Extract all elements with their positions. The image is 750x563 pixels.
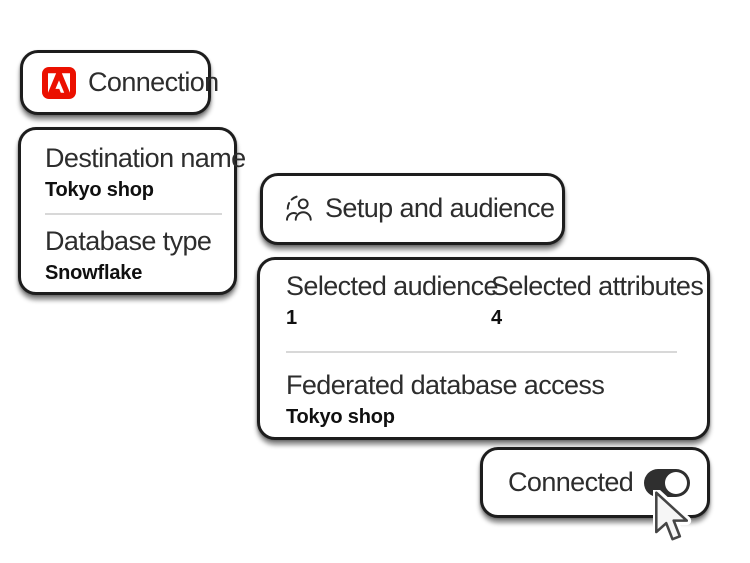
- selected-attributes-value: 4: [491, 306, 502, 329]
- database-type-value: Snowflake: [45, 261, 143, 284]
- arrow-cursor-icon: [651, 488, 692, 547]
- selected-attributes-label: Selected attributes: [491, 271, 704, 301]
- connection-step-label: Connection: [88, 66, 219, 97]
- setup-step-card: Setup and audience: [260, 173, 565, 245]
- selected-attributes-stat: Selected attributes 4: [491, 270, 704, 331]
- audience-summary-card: Selected audience 1 Selected attributes …: [257, 257, 710, 440]
- details-divider: [45, 212, 222, 215]
- federated-access-label: Federated database access: [286, 369, 605, 400]
- connection-step-card: Connection: [20, 50, 219, 115]
- destination-details-card: Destination name Tokyo shop Database typ…: [18, 127, 246, 295]
- adobe-logo-icon: [42, 66, 76, 99]
- audience-icon: [284, 194, 314, 224]
- database-type-label: Database type: [45, 225, 212, 256]
- destination-name-label: Destination name: [45, 143, 246, 173]
- connected-label: Connected: [508, 466, 634, 497]
- selected-audience-value: 1: [286, 306, 297, 329]
- selected-audience-stat: Selected audience 1: [286, 270, 499, 331]
- selected-audience-label: Selected audience: [286, 271, 499, 301]
- summary-divider: [286, 350, 677, 353]
- toggle-knob[interactable]: [665, 471, 687, 494]
- connected-toggle[interactable]: [644, 468, 690, 497]
- federated-access-value: Tokyo shop: [286, 405, 395, 428]
- setup-step-label: Setup and audience: [325, 193, 555, 224]
- stats-row: Selected audience 1 Selected attributes …: [286, 270, 707, 331]
- destination-name-value: Tokyo shop: [45, 178, 154, 201]
- connected-status-card: Connected: [480, 447, 710, 518]
